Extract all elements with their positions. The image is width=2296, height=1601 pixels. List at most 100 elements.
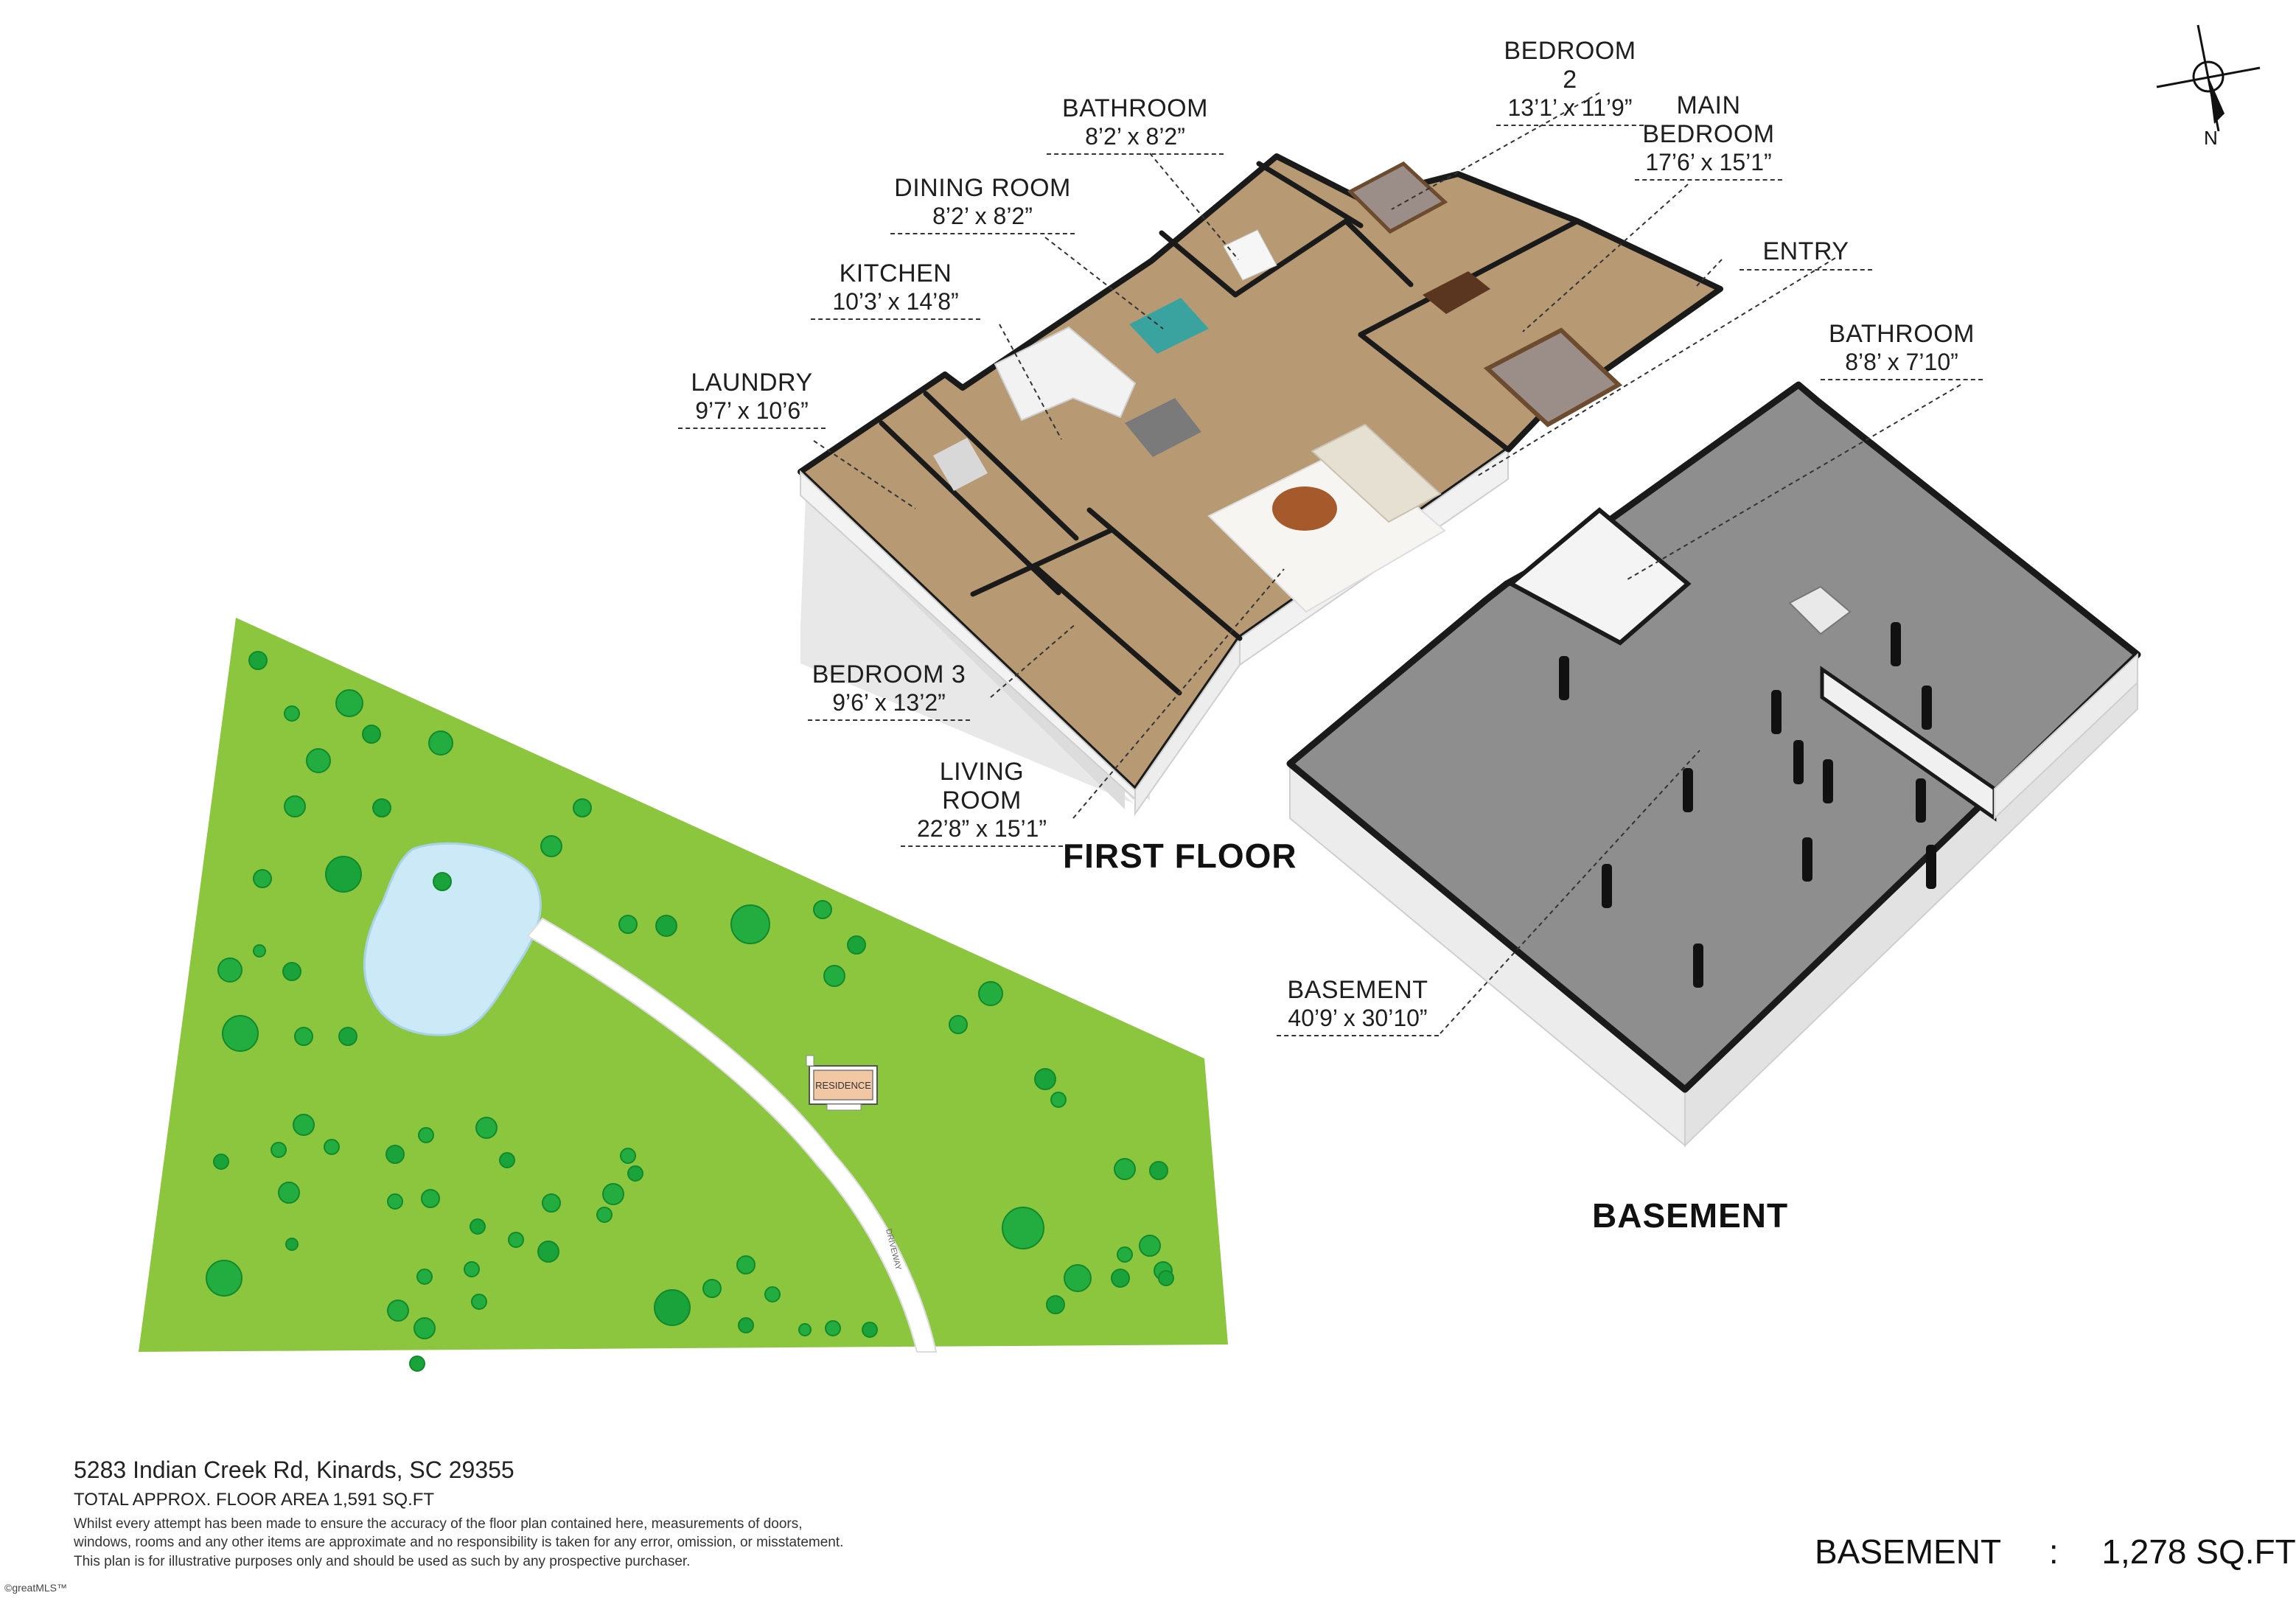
- tree-icon: [362, 725, 381, 744]
- tree-icon: [418, 1127, 434, 1143]
- tree-icon: [206, 1260, 242, 1297]
- dining-table: [1129, 298, 1209, 354]
- support-post: [1693, 943, 1703, 988]
- tree-icon: [736, 1255, 756, 1274]
- room-dimensions: 8’8’ x 7’10”: [1821, 349, 1983, 380]
- property-address: 5283 Indian Creek Rd, Kinards, SC 29355: [74, 1457, 514, 1483]
- compass-north-label: N: [2204, 127, 2218, 149]
- tree-icon: [471, 1294, 487, 1310]
- trees: [206, 651, 1174, 1372]
- residence-marker[interactable]: RESIDENCE: [806, 1055, 878, 1111]
- tree-icon: [798, 1323, 812, 1336]
- label-dining-room: DINING ROOM 8’2’ x 8’2”: [890, 174, 1075, 234]
- summary-level: BASEMENT: [1815, 1532, 2002, 1571]
- room-dimensions: 22’8” x 15’1”: [901, 815, 1063, 847]
- tree-icon: [573, 798, 592, 817]
- tree-icon: [540, 835, 562, 857]
- tree-icon: [1050, 1092, 1067, 1108]
- tree-icon: [253, 944, 266, 958]
- tree-icon: [1111, 1269, 1130, 1288]
- tree-icon: [542, 1193, 561, 1213]
- summary-separator: :: [2048, 1532, 2059, 1571]
- tree-icon: [285, 1238, 299, 1251]
- disclaimer-line: Whilst every attempt has been made to en…: [74, 1516, 803, 1532]
- tree-icon: [1034, 1068, 1056, 1090]
- support-post: [1559, 656, 1569, 700]
- tree-icon: [248, 651, 268, 670]
- room-name: BATHROOM: [1062, 94, 1208, 122]
- room-name: BEDROOM 2: [1504, 37, 1636, 94]
- label-basement: BASEMENT 40’9’ x 30’10”: [1277, 976, 1439, 1036]
- tree-icon: [620, 1148, 636, 1164]
- support-posts: [1559, 622, 1936, 988]
- tree-icon: [602, 1183, 624, 1205]
- tree-icon: [1139, 1235, 1161, 1257]
- tree-icon: [385, 1145, 405, 1164]
- main-bed: [1483, 327, 1623, 428]
- tree-icon: [253, 869, 272, 888]
- tree-icon: [825, 1320, 841, 1336]
- tree-icon: [284, 795, 306, 817]
- coffee-table: [1272, 486, 1337, 531]
- bedroom-2-bed: [1347, 161, 1448, 234]
- label-kitchen: KITCHEN 10’3’ x 14’8”: [811, 259, 980, 320]
- support-post: [1926, 845, 1936, 889]
- support-post: [1602, 864, 1612, 908]
- room-dimensions: 40’9’ x 30’10”: [1277, 1005, 1439, 1036]
- tree-icon: [702, 1279, 722, 1298]
- footer: 5283 Indian Creek Rd, Kinards, SC 29355 …: [74, 1457, 1032, 1571]
- tree-icon: [464, 1261, 480, 1277]
- tree-icon: [862, 1322, 878, 1338]
- tree-icon: [433, 872, 452, 891]
- tree-icon: [213, 1154, 229, 1170]
- room-name: LIVING ROOM: [939, 758, 1025, 815]
- tree-icon: [222, 1015, 259, 1052]
- support-post: [1823, 759, 1833, 803]
- room-dimensions: 17’6’ x 15’1”: [1635, 149, 1782, 181]
- tree-icon: [416, 1269, 433, 1285]
- tree-icon: [284, 705, 300, 722]
- tree-icon: [372, 798, 391, 817]
- washer-dryer: [933, 438, 988, 491]
- tree-icon: [618, 915, 638, 934]
- tree-icon: [738, 1317, 754, 1333]
- driveway: [526, 917, 938, 1353]
- tree-icon: [325, 856, 362, 893]
- bathroom-fixture: [1223, 229, 1277, 281]
- total-floor-area: TOTAL APPROX. FLOOR AREA 1,591 SQ.FT: [74, 1490, 435, 1510]
- tree-icon: [654, 1289, 691, 1326]
- support-post: [1922, 686, 1932, 730]
- room-dimensions: 8’2’ x 8’2”: [890, 203, 1075, 234]
- tree-icon: [335, 689, 363, 717]
- tree-icon: [813, 900, 832, 919]
- north-compass-icon: [2156, 24, 2261, 132]
- support-post: [1771, 690, 1782, 734]
- mls-watermark: ©greatMLS™: [4, 1582, 68, 1594]
- label-bathroom-1: BATHROOM 8’2’ x 8’2”: [1047, 94, 1224, 155]
- tree-icon: [627, 1165, 643, 1182]
- kitchen-island: [1125, 398, 1201, 457]
- room-dimensions: 9’6’ x 13’2”: [808, 689, 970, 721]
- tree-icon: [655, 915, 677, 937]
- tree-icon: [421, 1189, 440, 1208]
- tree-icon: [324, 1139, 340, 1155]
- tree-icon: [470, 1218, 486, 1235]
- tree-icon: [1114, 1158, 1136, 1180]
- lot-lawn: [139, 618, 1228, 1352]
- room-name: KITCHEN: [839, 259, 952, 287]
- tree-icon: [499, 1152, 515, 1168]
- support-post: [1916, 778, 1926, 823]
- tree-icon: [537, 1241, 559, 1263]
- tree-icon: [306, 748, 331, 773]
- tree-icon: [282, 962, 301, 981]
- room-name: BATHROOM: [1829, 320, 1975, 348]
- disclaimer-line: windows, rooms and any other items are a…: [74, 1535, 844, 1551]
- basement-plan: [1286, 381, 2141, 1148]
- tree-icon: [414, 1317, 436, 1339]
- room-name: MAIN BEDROOM: [1642, 91, 1775, 149]
- tree-icon: [278, 1182, 300, 1204]
- tree-icon: [1158, 1270, 1174, 1286]
- tree-icon: [271, 1142, 287, 1158]
- label-entry: ENTRY: [1740, 237, 1872, 271]
